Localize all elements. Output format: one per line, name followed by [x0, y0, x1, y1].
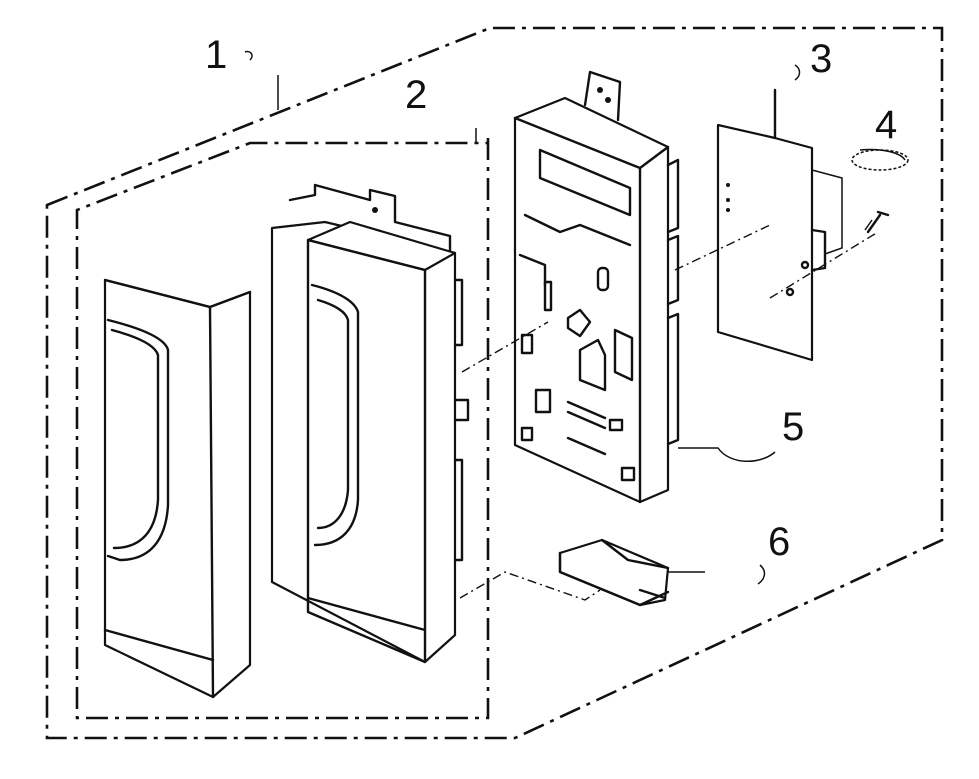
assembly-2-boundary [75, 138, 490, 720]
screw [851, 149, 909, 234]
leader-4 [859, 148, 906, 161]
leader-6 [668, 564, 766, 585]
leader-5 [678, 447, 776, 463]
pcb-board [716, 88, 843, 362]
centerline-latch [459, 571, 601, 601]
front-handle-panel [103, 278, 252, 699]
centerline-frame-pcb [674, 224, 771, 271]
callout-3: 3 [810, 37, 832, 81]
leader-3 [794, 64, 801, 81]
latch-clip [558, 538, 670, 607]
callout-1: 1 [205, 33, 227, 77]
callout-2: 2 [405, 73, 427, 117]
control-panel-frame [513, 70, 680, 504]
assembly-1-boundary [45, 26, 944, 740]
centerline-pcb-screw [769, 231, 879, 299]
callout-5: 5 [782, 405, 804, 449]
callout-6: 6 [768, 520, 790, 564]
callout-4: 4 [875, 103, 897, 147]
centerline-housing-frame [461, 321, 549, 373]
control-panel-housing [270, 183, 470, 664]
